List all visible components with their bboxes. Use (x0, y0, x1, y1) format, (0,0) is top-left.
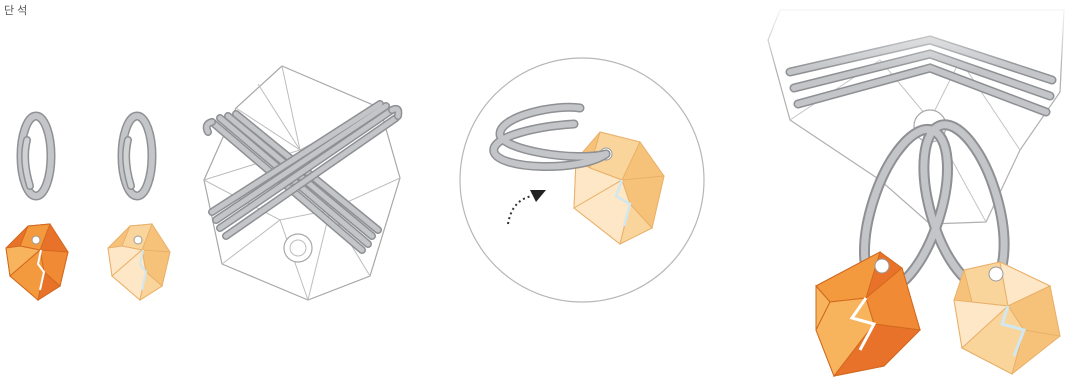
crystal-pendant-icon (5, 223, 69, 302)
corner-label: 단 석 (4, 5, 28, 17)
split-ring-icon (117, 111, 157, 201)
step-2 (107, 111, 171, 302)
bundle-wrapped-crystal (202, 65, 403, 301)
dotted-arrow-icon (507, 190, 546, 225)
crystal-pendant-icon (953, 261, 1061, 375)
coiled-ring (489, 102, 611, 171)
step-1 (5, 111, 69, 302)
crystal-pendant-icon (107, 223, 171, 302)
split-ring-icon (16, 111, 56, 201)
crystal-pendant-icon (573, 131, 665, 245)
step-4 (459, 57, 705, 303)
step-3 (202, 65, 403, 301)
step-5 (760, 0, 1080, 378)
finished-assembly (760, 0, 1080, 378)
crystal-pendant-icon (815, 250, 922, 378)
